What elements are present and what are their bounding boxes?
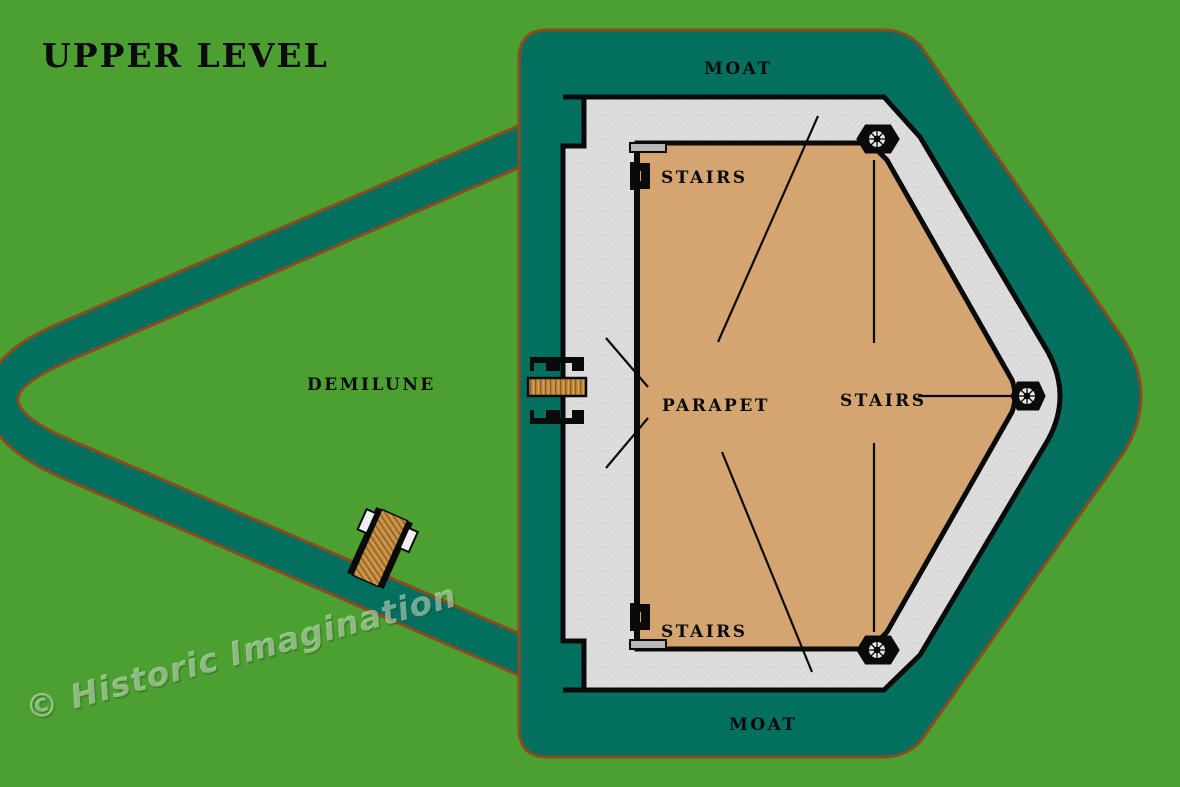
parapet-leader-lines — [605, 115, 820, 673]
label-stairs-top: STAIRS — [661, 168, 748, 188]
label-stairs-right: STAIRS — [840, 391, 927, 411]
label-stairs-bottom: STAIRS — [661, 622, 748, 642]
demilune-bridge — [347, 506, 420, 590]
main-gate-bridge — [526, 357, 588, 424]
stair-marker-bottom-icon — [630, 603, 650, 631]
page-title: UPPER LEVEL — [42, 36, 329, 75]
stair-sill-bottom — [629, 639, 667, 650]
label-moat-bottom: MOAT — [729, 715, 798, 735]
gun-emplacement-e-icon — [1010, 381, 1046, 411]
stairs-leader-lines — [872, 160, 1016, 632]
label-demilune: DEMILUNE — [307, 375, 436, 395]
stair-marker-top-icon — [630, 162, 650, 190]
stair-sill-top — [629, 142, 667, 153]
label-moat-top: MOAT — [704, 59, 773, 79]
label-parapet: PARAPET — [662, 396, 770, 416]
gun-emplacement-se-icon — [856, 635, 900, 665]
gun-emplacement-ne-icon — [856, 124, 900, 154]
